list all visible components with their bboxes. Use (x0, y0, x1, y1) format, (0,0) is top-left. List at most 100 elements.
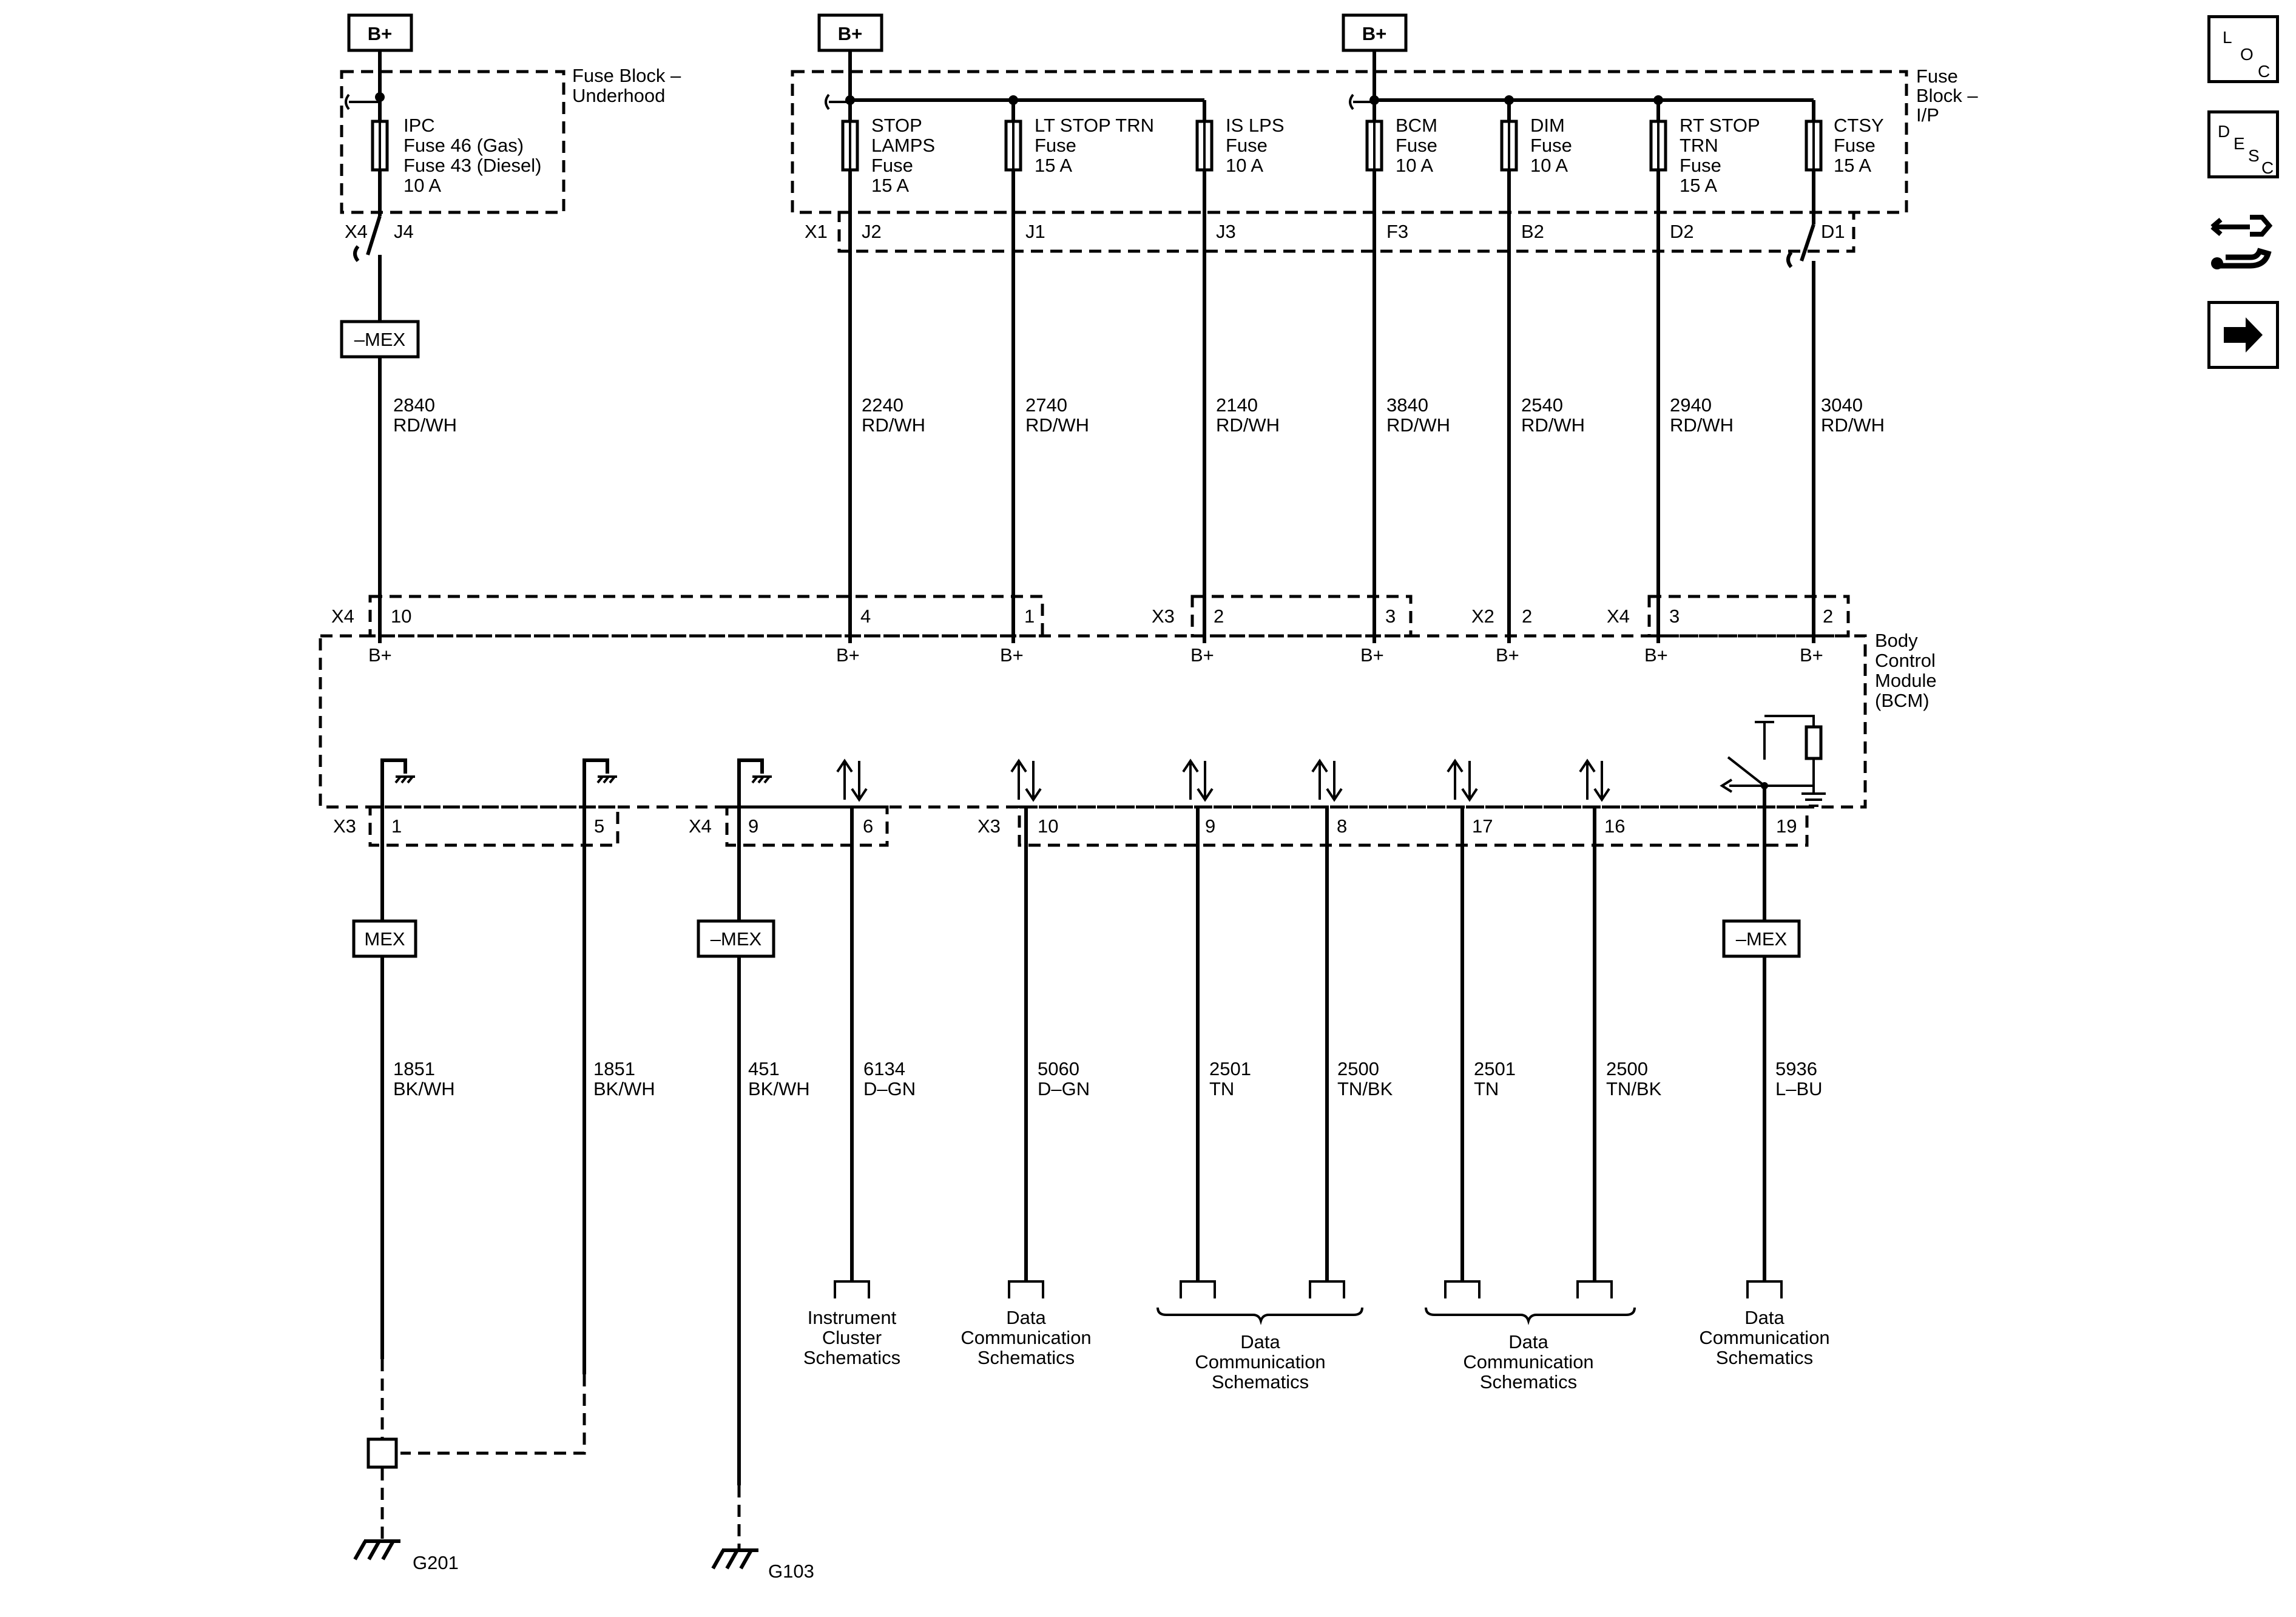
fuse-label-lt-stop-trn: LT STOP TRN Fuse 15 A (1035, 115, 1154, 176)
svg-text:J1: J1 (1025, 221, 1045, 242)
svg-text:2501: 2501 (1474, 1058, 1516, 1079)
svg-text:G103: G103 (768, 1561, 814, 1582)
svg-text:Fuse 43 (Diesel): Fuse 43 (Diesel) (403, 155, 541, 176)
svg-text:BK/WH: BK/WH (748, 1078, 810, 1099)
svg-text:Fuse: Fuse (1680, 155, 1721, 176)
svg-text:Schematics: Schematics (803, 1347, 900, 1368)
svg-text:Communication: Communication (961, 1327, 1091, 1348)
svg-text:Fuse: Fuse (1226, 135, 1268, 156)
svg-text:RT STOP: RT STOP (1680, 115, 1760, 136)
svg-text:J4: J4 (394, 221, 414, 242)
svg-text:J3: J3 (1216, 221, 1236, 242)
svg-text:D2: D2 (1670, 221, 1694, 242)
fuse-label-bcm: BCM Fuse 10 A (1396, 115, 1437, 176)
svg-text:X3: X3 (977, 815, 1001, 837)
fuse-block-underhood-label-1: Fuse Block – (572, 65, 681, 86)
svg-text:Schematics: Schematics (977, 1347, 1075, 1368)
svg-text:2: 2 (1214, 606, 1224, 627)
svg-text:Data: Data (1744, 1307, 1784, 1328)
svg-text:TN/BK: TN/BK (1337, 1078, 1393, 1099)
loc-button[interactable]: L O C (2207, 15, 2279, 83)
svg-text:8: 8 (1337, 815, 1347, 837)
svg-text:451: 451 (748, 1058, 780, 1079)
svg-text:B+: B+ (1644, 644, 1668, 666)
svg-text:X3: X3 (1152, 606, 1175, 627)
svg-text:Fuse 46 (Gas): Fuse 46 (Gas) (403, 135, 524, 156)
bcm-label: Body Control Module (BCM) (1875, 630, 1937, 711)
fuse-elements (371, 120, 1823, 172)
fuse-label-rt-stop-trn: RT STOP TRN Fuse 15 A (1680, 115, 1760, 196)
mex-bottom-2: –MEX (697, 919, 775, 958)
fuse-block-underhood-label-2: Underhood (572, 85, 665, 106)
ground-g201: G201 (353, 1539, 459, 1573)
svg-text:2840: 2840 (393, 394, 435, 416)
svg-text:CTSY: CTSY (1834, 115, 1884, 136)
svg-text:Communication: Communication (1195, 1351, 1325, 1372)
svg-text:Cluster: Cluster (822, 1327, 882, 1348)
bcm-internal-grounds (380, 758, 772, 807)
destination-data-communication[interactable]: Data Communication Schematics (961, 1307, 1091, 1368)
battery-label: B+ (1362, 23, 1387, 44)
svg-text:10 A: 10 A (1226, 155, 1263, 176)
svg-text:G201: G201 (413, 1552, 459, 1573)
connector-wrench-icon[interactable] (2207, 205, 2279, 280)
svg-text:J2: J2 (862, 221, 882, 242)
svg-text:X4: X4 (689, 815, 712, 837)
svg-text:LT STOP TRN: LT STOP TRN (1035, 115, 1154, 136)
ground-splice (366, 1437, 398, 1469)
battery-supply-1: B+ (347, 13, 413, 52)
svg-text:5: 5 (594, 815, 604, 837)
destination-data-communication[interactable]: Data Communication Schematics (1699, 1307, 1829, 1368)
svg-text:RD/WH: RD/WH (1025, 414, 1089, 436)
destination-data-communication[interactable]: Data Communication Schematics (1195, 1331, 1325, 1393)
destination-instrument-cluster[interactable]: Instrument Cluster Schematics (803, 1307, 900, 1368)
svg-text:IPC: IPC (403, 115, 435, 136)
svg-text:B+: B+ (836, 644, 860, 666)
next-button[interactable] (2207, 301, 2279, 369)
desc-button[interactable]: D E S C (2207, 110, 2279, 178)
fuse-label-is-lps: IS LPS Fuse 10 A (1226, 115, 1285, 176)
svg-text:2540: 2540 (1521, 394, 1563, 416)
fuse-connector-underhood: X4 (345, 221, 368, 242)
svg-text:DIM: DIM (1530, 115, 1565, 136)
svg-text:10: 10 (1038, 815, 1058, 837)
svg-text:RD/WH: RD/WH (1521, 414, 1585, 436)
svg-text:RD/WH: RD/WH (1386, 414, 1450, 436)
svg-text:B+: B+ (1800, 644, 1823, 666)
svg-text:2: 2 (1522, 606, 1532, 627)
svg-text:D–GN: D–GN (863, 1078, 916, 1099)
svg-text:6: 6 (863, 815, 873, 837)
destination-connectors (834, 1280, 1783, 1325)
svg-text:1851: 1851 (593, 1058, 635, 1079)
svg-text:2500: 2500 (1606, 1058, 1648, 1079)
svg-text:1: 1 (391, 815, 402, 837)
svg-text:TN/BK: TN/BK (1606, 1078, 1662, 1099)
bcm-data-arrows (836, 758, 1610, 802)
svg-text:15 A: 15 A (1035, 155, 1072, 176)
svg-text:LAMPS: LAMPS (871, 135, 935, 156)
svg-text:Body: Body (1875, 630, 1918, 651)
svg-text:B+: B+ (1496, 644, 1519, 666)
right-arrow-icon (2224, 317, 2263, 353)
fuse-connector-ip-strip (837, 211, 1855, 253)
svg-text:D1: D1 (1821, 221, 1845, 242)
svg-text:2501: 2501 (1209, 1058, 1251, 1079)
svg-text:TN: TN (1209, 1078, 1234, 1099)
svg-text:B+: B+ (1000, 644, 1024, 666)
svg-text:Fuse: Fuse (1396, 135, 1437, 156)
svg-text:4: 4 (860, 606, 871, 627)
svg-text:–MEX: –MEX (354, 329, 406, 350)
svg-text:19: 19 (1776, 815, 1797, 837)
battery-supply-2: B+ (817, 13, 883, 52)
svg-text:2940: 2940 (1670, 394, 1712, 416)
fuse-label-ctsy: CTSY Fuse 15 A (1834, 115, 1884, 176)
svg-text:2140: 2140 (1216, 394, 1258, 416)
svg-text:B+: B+ (1190, 644, 1214, 666)
svg-text:10 A: 10 A (1530, 155, 1568, 176)
destination-data-communication[interactable]: Data Communication Schematics (1463, 1331, 1593, 1393)
svg-text:TRN: TRN (1680, 135, 1718, 156)
battery-label: B+ (368, 23, 393, 44)
fuse-connector-ip: X1 (805, 221, 828, 242)
